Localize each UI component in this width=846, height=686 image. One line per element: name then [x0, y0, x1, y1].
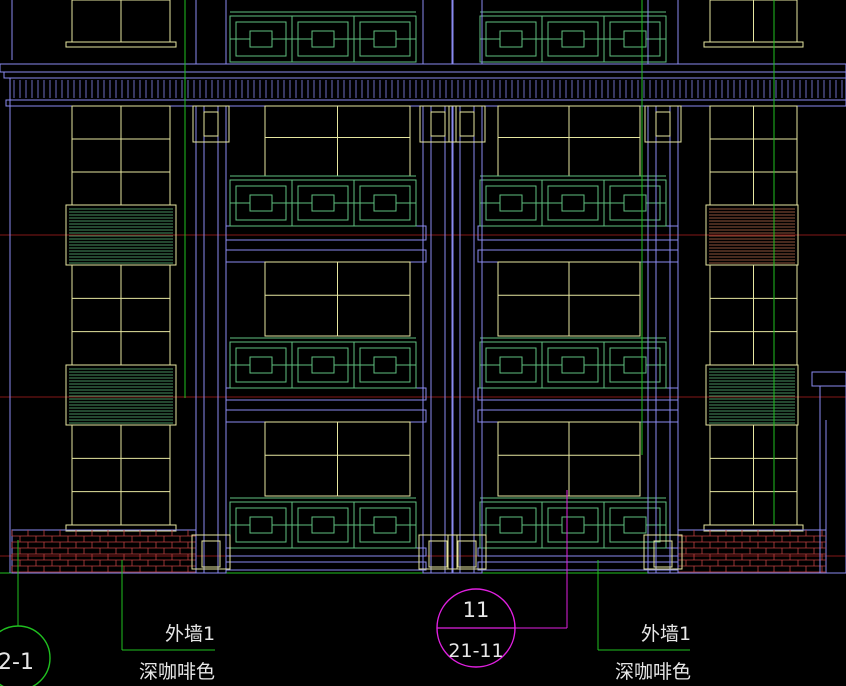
column-base-inner	[653, 540, 673, 568]
ac-vent-grilles	[65, 204, 799, 426]
railing-center	[373, 30, 397, 48]
column-base-inner	[428, 540, 448, 568]
partial-column-shaft	[819, 385, 846, 574]
railing-center	[561, 194, 585, 212]
balcony-railings	[229, 11, 667, 549]
railing-center	[373, 194, 397, 212]
railing-center	[499, 356, 523, 374]
railing-center	[311, 30, 335, 48]
railing-center	[249, 356, 273, 374]
cornice-mid	[3, 71, 846, 79]
railing-center	[373, 516, 397, 534]
column-shaft	[451, 105, 483, 574]
column-capital	[644, 105, 682, 143]
right-material-label: 外墙1	[641, 623, 691, 645]
railing-center	[499, 30, 523, 48]
detail-index-marker: 11 21-11	[436, 588, 516, 668]
partial-index-marker: 2-1	[0, 625, 51, 686]
column-capital-inner	[430, 111, 446, 137]
partial-index-reference: 2-1	[0, 650, 34, 675]
floor-slab	[225, 225, 427, 241]
window-sill	[65, 524, 177, 532]
column-capital	[419, 105, 457, 143]
left-material-label: 外墙1	[165, 623, 215, 645]
floor-slab	[225, 409, 427, 423]
pilaster-columns	[191, 0, 846, 574]
floor-slab	[225, 561, 427, 571]
cornice-bottom	[5, 99, 846, 107]
railing-center	[311, 356, 335, 374]
vent-frame	[705, 364, 799, 426]
vent-frame	[65, 204, 177, 266]
right-color-label: 深咖啡色	[615, 661, 691, 683]
floor-slab	[225, 547, 427, 557]
floor-slab	[225, 249, 427, 263]
plinth-frame	[11, 529, 197, 574]
leader-lines	[17, 0, 775, 651]
column-capital-inner	[655, 111, 671, 137]
window-sill	[65, 41, 177, 48]
window-sill	[703, 524, 804, 532]
right-annotation: 外墙1 深咖啡色	[615, 623, 691, 683]
railing-center	[561, 356, 585, 374]
railing-center	[249, 194, 273, 212]
column-shaft	[422, 105, 454, 574]
brick-plinth	[11, 529, 827, 574]
column-base	[191, 534, 231, 570]
railing-center	[561, 30, 585, 48]
railing-center	[623, 194, 647, 212]
railing-center	[499, 194, 523, 212]
left-annotation: 外墙1 深咖啡色	[139, 623, 215, 683]
column-capital-inner	[459, 111, 475, 137]
column-base-inner	[201, 540, 221, 568]
window-grids	[65, 0, 804, 532]
vent-frame	[705, 204, 799, 266]
column-capital	[448, 105, 486, 143]
column-capital	[192, 105, 230, 143]
railing-center	[311, 516, 335, 534]
railing-center	[623, 516, 647, 534]
column-base	[643, 534, 683, 570]
railing-center	[249, 516, 273, 534]
column-base	[418, 534, 458, 570]
partial-index-circle	[0, 625, 51, 686]
column-base	[447, 534, 487, 570]
window-sill	[703, 41, 804, 48]
column-capital-inner	[203, 111, 219, 137]
detail-number: 11	[463, 598, 490, 622]
railing-center	[499, 516, 523, 534]
detail-sheet-reference: 21-11	[448, 640, 503, 662]
railing-center	[311, 194, 335, 212]
floor-slab	[225, 387, 427, 401]
railing-center	[623, 30, 647, 48]
column-shaft	[195, 105, 227, 574]
plinth-frame	[677, 529, 827, 574]
building-facade	[0, 0, 846, 574]
railing-center	[373, 356, 397, 374]
cornice-top	[0, 63, 846, 73]
column-base-inner	[457, 540, 477, 568]
railing-center	[249, 30, 273, 48]
vent-frame	[65, 364, 177, 426]
railing-center	[561, 516, 585, 534]
railing-center	[623, 356, 647, 374]
left-color-label: 深咖啡色	[139, 661, 215, 683]
partial-column-cap	[811, 371, 846, 387]
